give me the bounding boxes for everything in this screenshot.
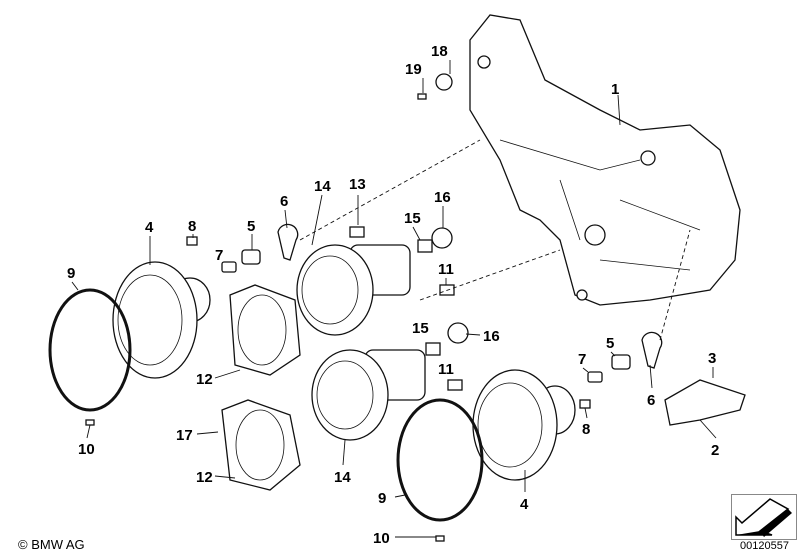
callout-10: 10: [373, 530, 390, 547]
callout-6: 6: [280, 193, 288, 210]
callout-7: 7: [578, 351, 586, 368]
callout-5: 5: [606, 335, 614, 352]
callout-16: 16: [434, 189, 451, 206]
callout-1: 1: [611, 81, 619, 98]
callout-11: 11: [438, 361, 454, 378]
callout-2: 2: [711, 442, 719, 459]
callout-13: 13: [349, 176, 366, 193]
callout-11: 11: [438, 261, 454, 278]
headlight-left: [48, 261, 211, 412]
callout-14: 14: [334, 469, 351, 486]
callout-4: 4: [520, 496, 529, 513]
callout-6: 6: [647, 392, 655, 409]
callout-15: 15: [412, 320, 429, 337]
leader-lines: [71, 60, 717, 538]
headlight-unit-upper: [296, 244, 411, 336]
callout-16: 16: [483, 328, 500, 345]
mounting-ring-upper: [229, 284, 301, 376]
small-parts: [85, 73, 746, 542]
headlight-right: [396, 369, 576, 522]
callout-4: 4: [145, 219, 154, 236]
callout-5: 5: [247, 218, 255, 235]
callout-17: 17: [176, 427, 193, 444]
callout-labels: 1 2 3 4 4 5 5 6 6 7 7 8 8 9 9 10 10 11 1…: [67, 43, 719, 547]
callout-3: 3: [708, 350, 716, 367]
callout-18: 18: [431, 43, 448, 60]
callout-8: 8: [582, 421, 590, 438]
headlight-frame: [469, 14, 741, 306]
orientation-arrow-icon: [731, 494, 797, 540]
callout-10: 10: [78, 441, 95, 458]
callout-15: 15: [404, 210, 421, 227]
callout-12: 12: [196, 469, 213, 486]
callout-9: 9: [378, 490, 386, 507]
image-code: 00120557: [740, 540, 789, 552]
headlight-unit-lower: [311, 349, 426, 441]
mounting-ring-lower: [221, 399, 301, 491]
callout-14: 14: [314, 178, 331, 195]
callout-7: 7: [215, 247, 223, 264]
callout-12: 12: [196, 371, 213, 388]
callout-9: 9: [67, 265, 75, 282]
callout-8: 8: [188, 218, 196, 235]
callout-19: 19: [405, 61, 422, 78]
copyright-text: © BMW AG: [18, 537, 85, 552]
